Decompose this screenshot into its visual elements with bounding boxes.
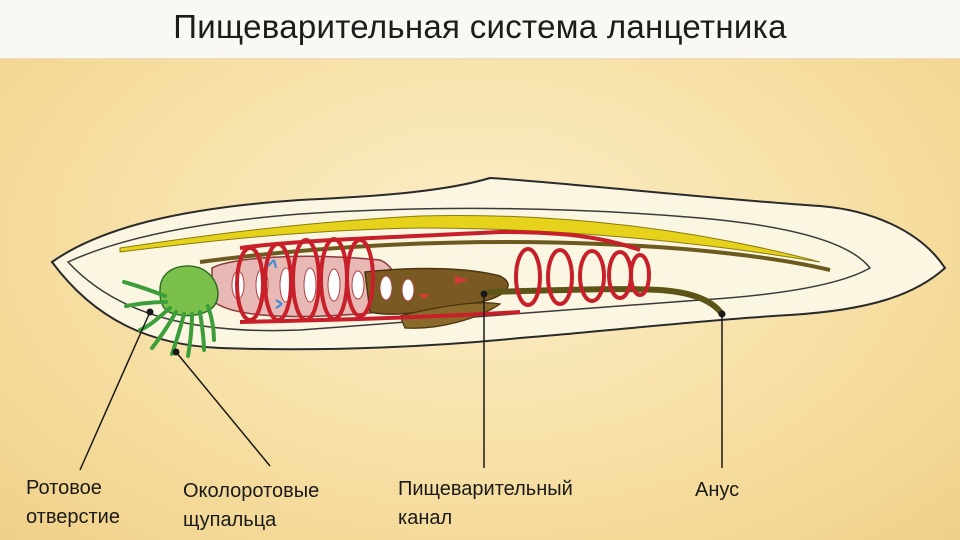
label-anus: Анус [695,476,739,505]
flow-arrows [418,276,469,299]
title-bar: Пищеварительная система ланцетника [0,0,960,59]
label-mouth: Ротовое отверстие [26,474,120,532]
leader-dots [146,290,726,356]
label-tentacles-line2: щупальца [183,509,277,531]
label-canal: Пищеварительный канал [398,475,573,533]
posterior-blood-vessels [514,247,651,307]
label-canal-line1: Пищеварительный [398,478,573,500]
label-tentacles: Околоротовые щупальца [183,477,319,535]
oral-tentacles [122,280,216,358]
water-flow-marks [267,259,283,309]
oral-hood [159,265,219,317]
label-canal-line2: канал [398,507,453,529]
body-inner-contour [66,207,872,332]
nerve-cord [119,214,821,263]
label-mouth-line1: Ротовое [26,477,102,499]
label-tentacles-line1: Околоротовые [183,480,320,502]
slide-title: Пищеварительная система ланцетника [173,8,787,45]
leader-lines [79,294,723,471]
label-anus-line1: Анус [695,479,740,501]
notochord [199,240,831,272]
pharynx-blood-vessels [235,229,641,324]
label-mouth-line2: отверстие [26,506,120,528]
